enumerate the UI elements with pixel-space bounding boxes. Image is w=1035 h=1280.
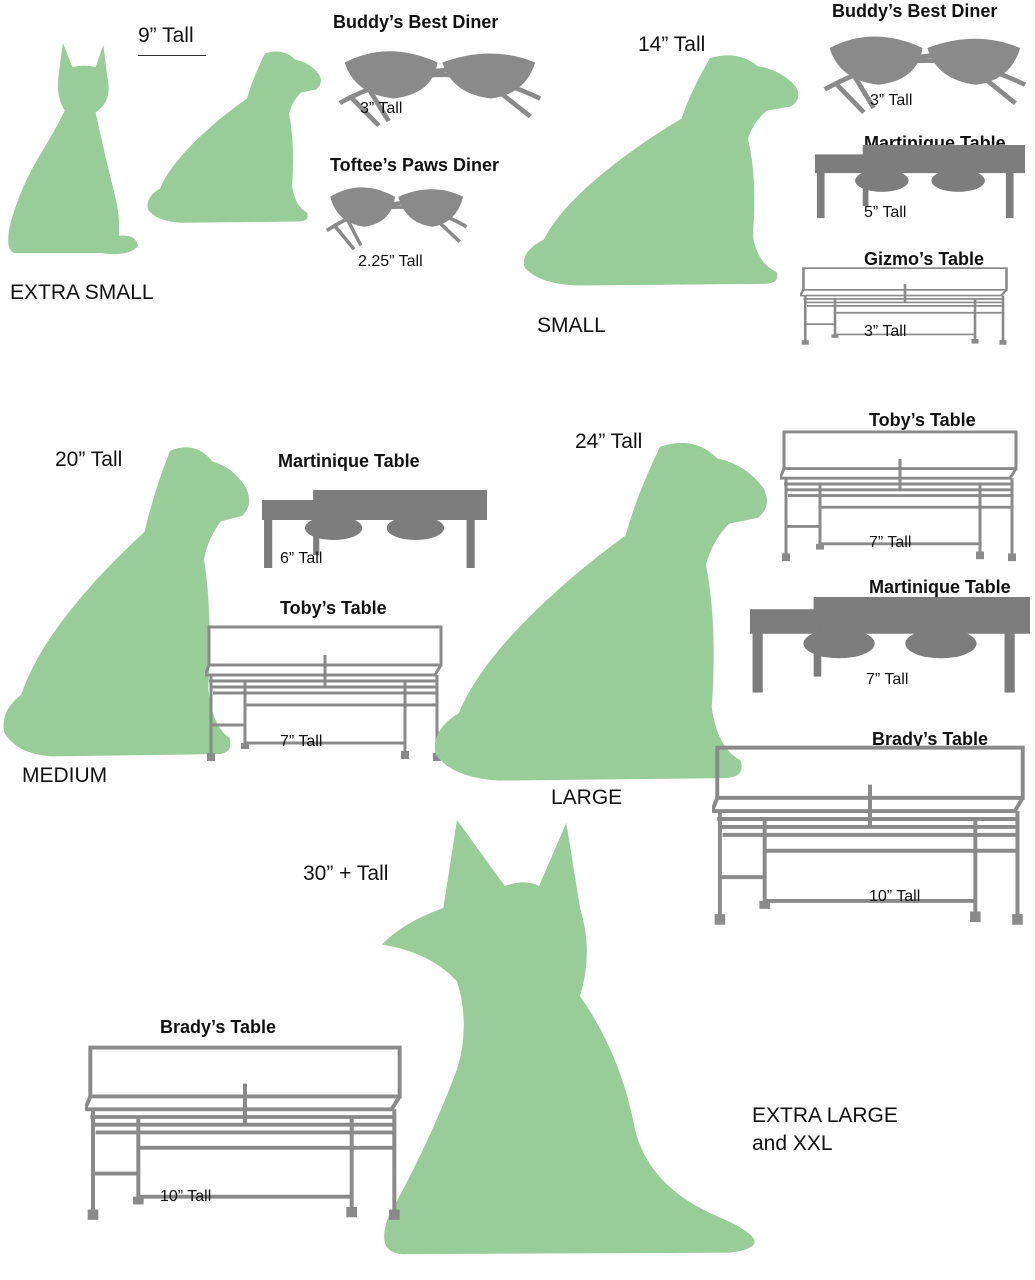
product-name: Toftee’s Paws Diner (330, 155, 500, 175)
medium-height: 20” Tall (55, 448, 123, 471)
product-height: 7” Tall (866, 671, 909, 688)
small-dog-silhouette (523, 55, 799, 286)
product-height: 3” Tall (870, 92, 913, 109)
martinique-table-image (815, 145, 1025, 220)
xl-size-label-line2: and XXL (752, 1132, 833, 1155)
small-size-label: SMALL (537, 314, 606, 337)
large-size-label: LARGE (551, 786, 623, 809)
product-height: 6” Tall (280, 550, 323, 567)
product-height: 7” Tall (280, 733, 323, 750)
xs-dog-silhouette (147, 51, 321, 223)
large-dog-silhouette (434, 442, 768, 781)
xs-size-label: EXTRA SMALL (10, 281, 154, 304)
large-height: 24” Tall (575, 430, 643, 453)
product-name: Martinique Table (278, 451, 420, 471)
toftees-paws-diner-image (320, 178, 470, 253)
bradys-table-image (85, 1045, 405, 1225)
product-name: Gizmo’s Table (864, 249, 985, 269)
xl-height: 30” + Tall (303, 862, 389, 885)
xl-dog-silhouette (381, 820, 755, 1255)
product-height: 10” Tall (160, 1188, 212, 1205)
product-name: Martinique Table (869, 577, 1011, 597)
product-name: Brady’s Table (872, 729, 989, 749)
xs-height: 9” Tall (138, 24, 194, 47)
cat-silhouette (5, 38, 140, 260)
product-height: 10” Tall (869, 888, 921, 905)
tobys-table-image (205, 625, 445, 765)
product-height: 7” Tall (869, 534, 912, 551)
product-name: Toby’s Table (280, 598, 387, 618)
xl-size-label-line1: EXTRA LARGE (752, 1104, 898, 1127)
height-line (138, 55, 206, 56)
product-height: 5” Tall (864, 204, 907, 221)
product-name: Buddy’s Best Diner (333, 12, 499, 32)
product-name: Buddy’s Best Diner (832, 1, 998, 21)
buddys-best-diner-image (815, 25, 1030, 117)
product-height: 2.25” Tall (358, 253, 423, 270)
small-height: 14” Tall (638, 33, 706, 56)
product-height: 3” Tall (360, 100, 403, 117)
product-name: Toby’s Table (869, 410, 976, 430)
product-height: 3” Tall (864, 323, 907, 340)
medium-size-label: MEDIUM (22, 764, 108, 787)
product-name: Brady’s Table (160, 1017, 277, 1037)
